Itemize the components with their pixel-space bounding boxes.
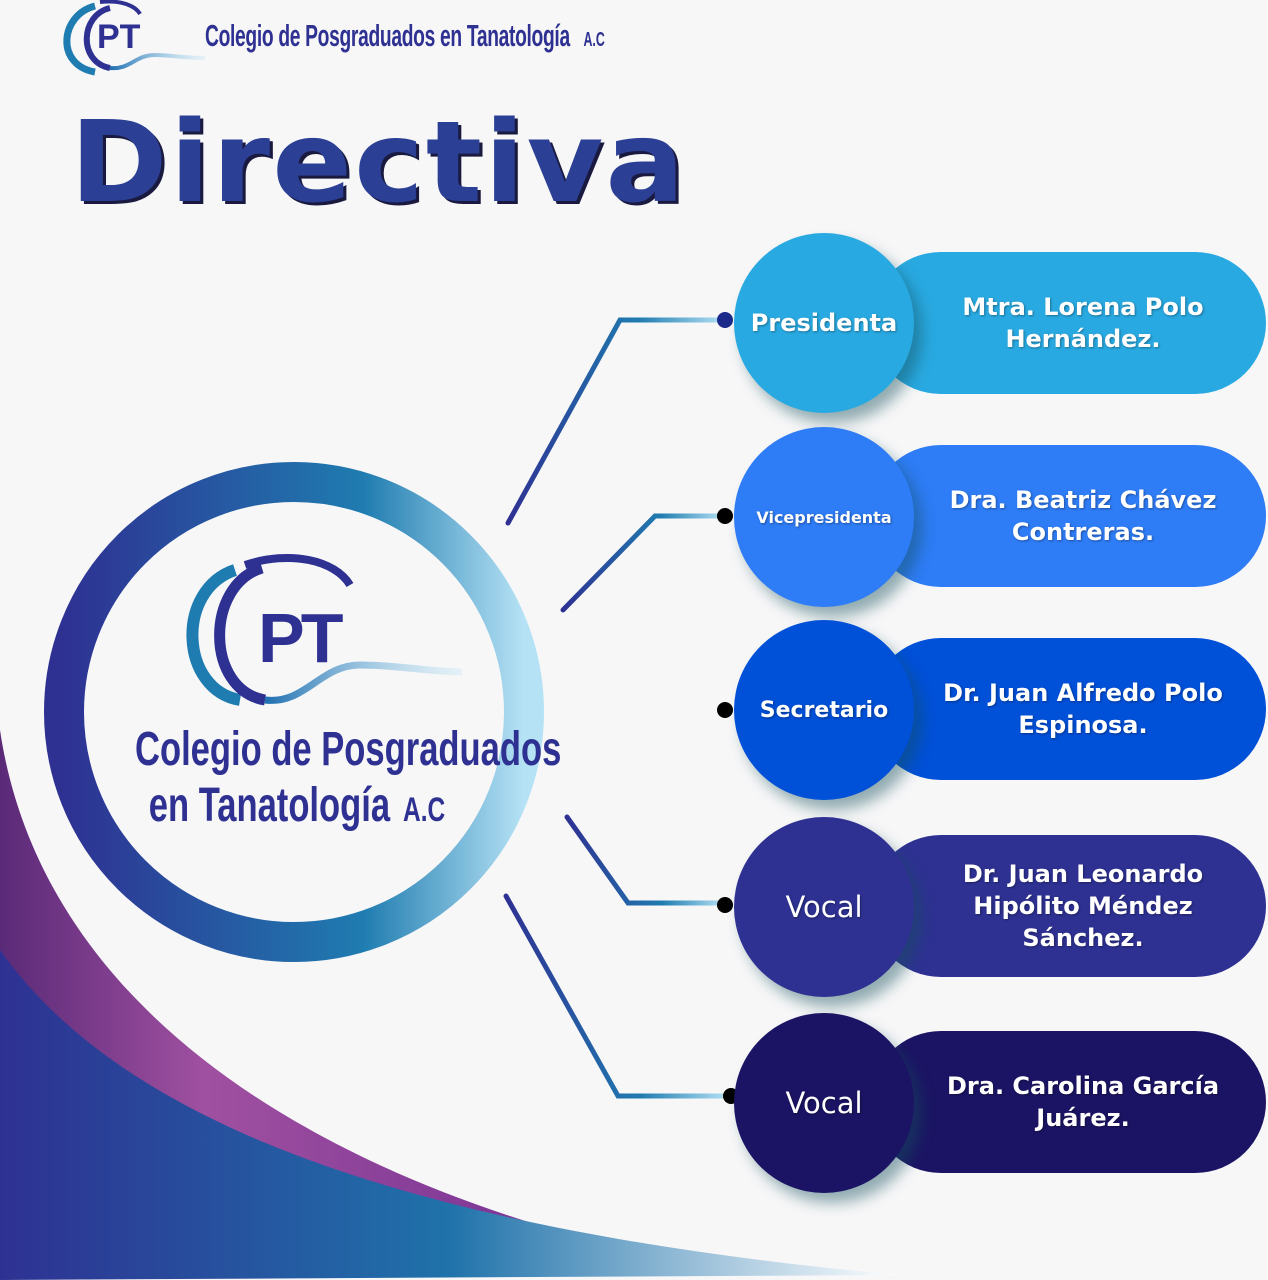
name-pill: Dra. Carolina García Juárez.: [870, 1031, 1266, 1173]
member-name: Dra. Beatriz Chávez Contreras.: [949, 486, 1217, 546]
header-logo-initials: PT: [97, 18, 141, 56]
role-circle: Vocal: [734, 1013, 914, 1193]
center-logo-mark: [186, 553, 463, 706]
connector-dots: [717, 312, 739, 1104]
member-role: Secretario: [759, 697, 889, 723]
name-pill: Mtra. Lorena Polo Hernández.: [870, 252, 1266, 394]
member-name: Mtra. Lorena Polo Hernández.: [962, 293, 1204, 353]
member-name: Dra. Carolina García Juárez.: [946, 1072, 1220, 1132]
name-pill: Dr. Juan Alfredo Polo Espinosa.: [870, 638, 1266, 780]
center-logo-initials: PT: [258, 599, 343, 677]
member-role: Vicepresidenta: [756, 507, 892, 527]
center-logo-line1: Colegio de Posgraduados: [135, 723, 562, 776]
header-logo-mark: [63, 0, 206, 76]
role-circle: Secretario: [734, 620, 914, 800]
page-title: Directiva: [70, 98, 687, 228]
role-circle: Vocal: [734, 817, 914, 997]
role-circle: Vicepresidenta: [734, 427, 914, 607]
center-logo-line2: en Tanatología: [148, 779, 391, 832]
member-role: Vocal: [785, 1086, 863, 1120]
center-ring: [44, 462, 544, 962]
center-logo-suffix: A.C: [403, 791, 446, 829]
member-name: Dr. Juan Alfredo Polo Espinosa.: [943, 679, 1223, 739]
member-role: Presidenta: [750, 309, 898, 337]
header-org-suffix: A.C: [583, 29, 605, 51]
header-org-name: Colegio de Posgraduados en Tanatología: [205, 18, 570, 53]
role-circle: Presidenta: [734, 233, 914, 413]
header-org-title: Colegio de Posgraduados en Tanatología A…: [205, 18, 605, 54]
corner-swoosh: [0, 730, 900, 1280]
name-pill: Dr. Juan Leonardo Hipólito Méndez Sánche…: [870, 835, 1266, 977]
center-logo-text: Colegio de Posgraduados en Tanatología A.…: [135, 722, 562, 838]
member-role: Vocal: [785, 890, 863, 924]
member-name: Dr. Juan Leonardo Hipólito Méndez Sánche…: [962, 860, 1204, 952]
name-pill: Dra. Beatriz Chávez Contreras.: [870, 445, 1266, 587]
connector-lines: [503, 317, 733, 1099]
